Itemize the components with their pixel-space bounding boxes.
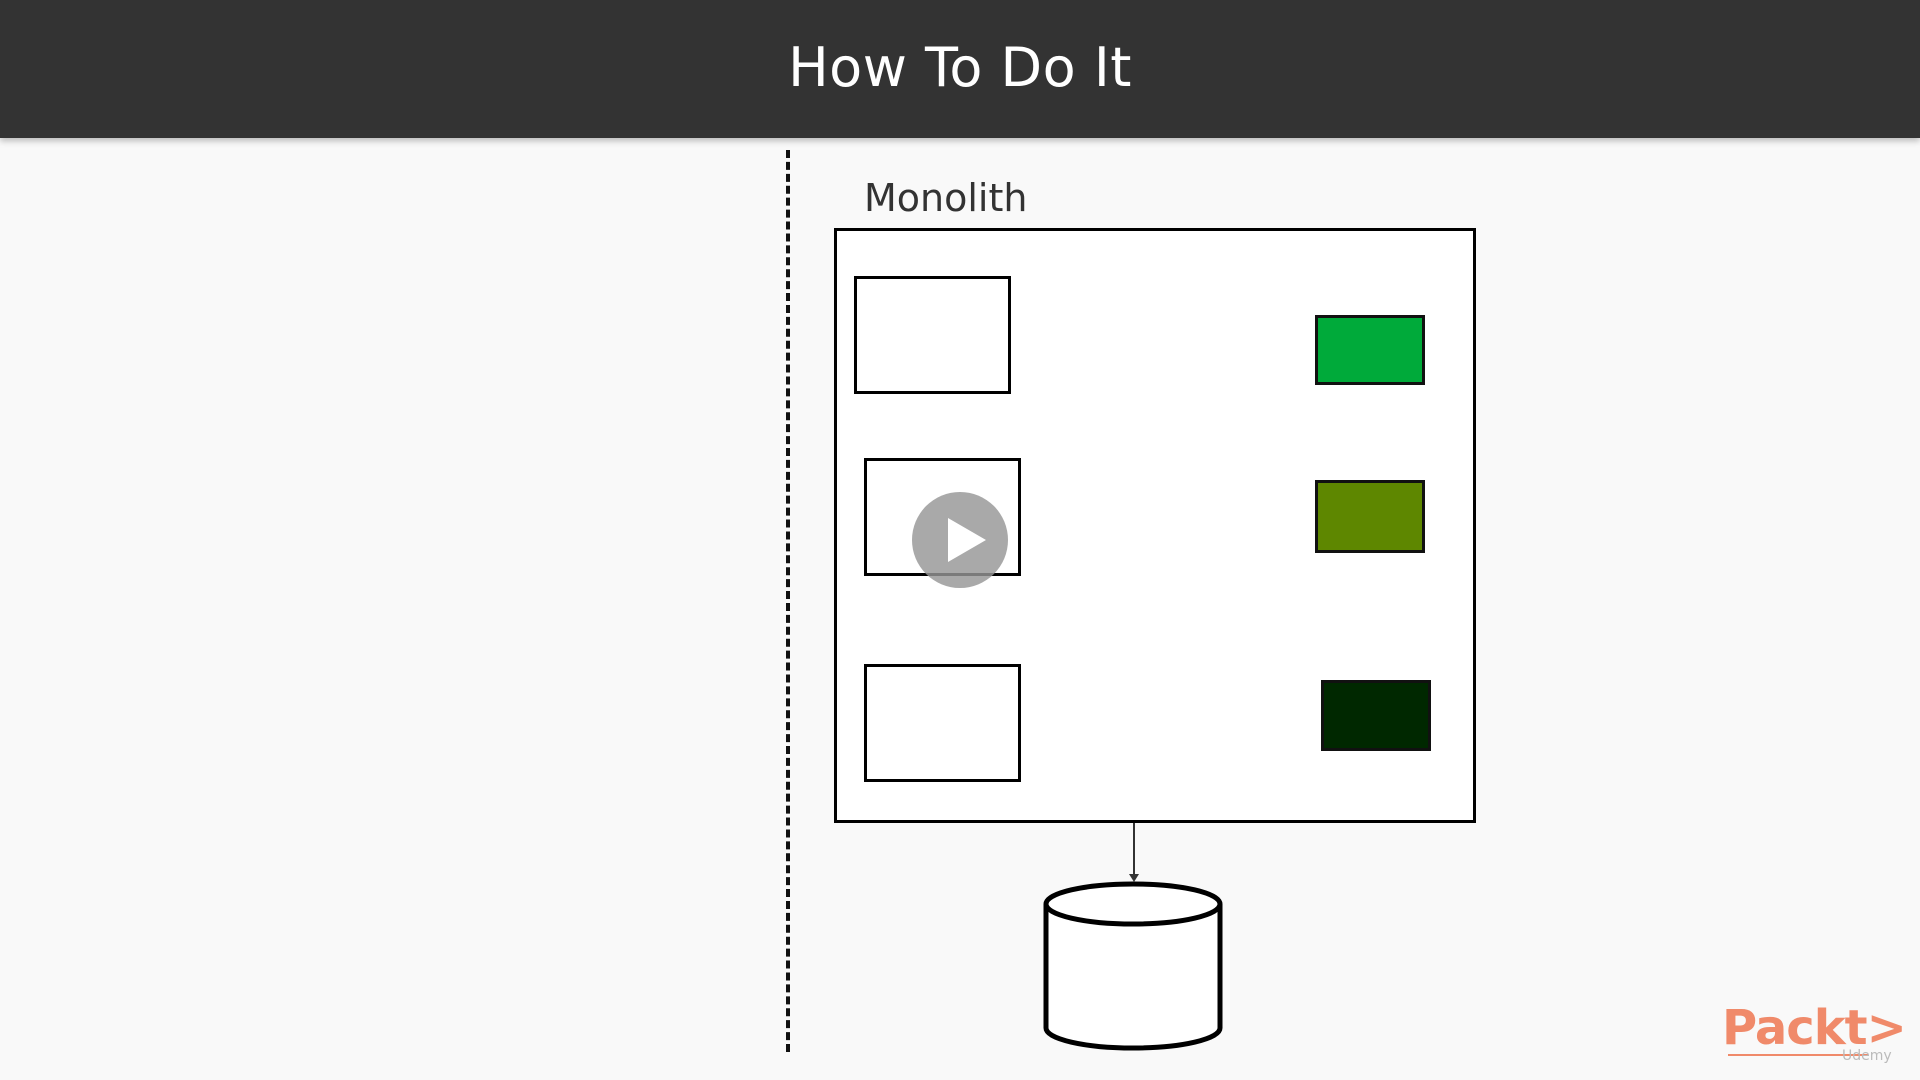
- packt-logo-underline: [1728, 1054, 1868, 1056]
- monolith-label: Monolith: [864, 176, 1028, 220]
- service-box-3: [1321, 680, 1431, 751]
- packt-logo-text: Packt>: [1722, 1000, 1907, 1056]
- module-box-1: [854, 276, 1011, 394]
- slide-title: How To Do It: [788, 35, 1132, 99]
- packt-logo: Packt> Udemy: [1722, 1000, 1907, 1070]
- play-icon: [948, 518, 986, 562]
- db-connector-arrow: [1129, 874, 1139, 882]
- database-icon: [1043, 881, 1223, 1051]
- service-box-1: [1315, 315, 1425, 385]
- title-bar: How To Do It: [0, 0, 1920, 138]
- db-connector-line: [1133, 823, 1135, 878]
- play-button[interactable]: [912, 492, 1008, 588]
- dashed-divider: [786, 150, 790, 1052]
- module-box-3: [864, 664, 1021, 782]
- service-box-2: [1315, 480, 1425, 553]
- udemy-watermark: Udemy: [1842, 1048, 1892, 1064]
